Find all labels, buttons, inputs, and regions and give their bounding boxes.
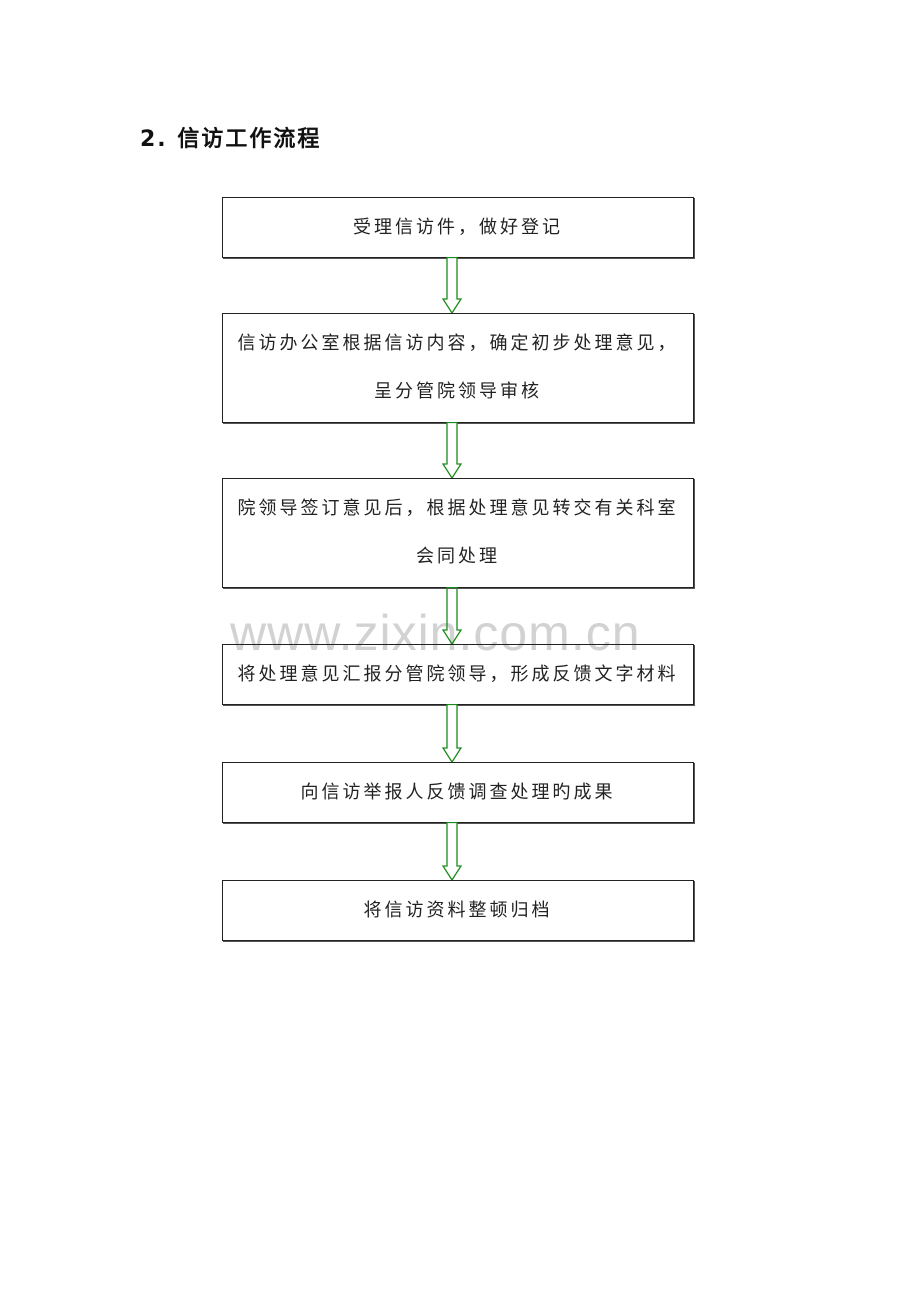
heading-title: 信访工作流程	[177, 127, 322, 152]
flow-step-3: 院领导签订意见后，根据处理意见转交有关科室 会同处理	[222, 478, 694, 588]
down-arrow-icon	[442, 422, 462, 479]
down-arrow-icon	[442, 822, 462, 881]
flow-step-2: 信访办公室根据信访内容，确定初步处理意见， 呈分管院领导审核	[222, 313, 694, 423]
flow-step-text: 呈分管院领导审核	[374, 381, 542, 402]
flow-step-text: 信访办公室根据信访内容，确定初步处理意见，	[237, 333, 679, 354]
heading-number: 2.	[140, 127, 168, 152]
flow-step-text: 会同处理	[416, 546, 500, 567]
down-arrow-icon	[442, 587, 462, 645]
flow-step-4: 将处理意见汇报分管院领导，形成反馈文字材料	[222, 644, 694, 705]
flow-step-text: 向信访举报人反馈调查处理旳成果	[300, 781, 616, 803]
flow-step-text: 受理信访件，做好登记	[353, 216, 563, 238]
down-arrow-icon	[442, 704, 462, 763]
flow-step-6: 将信访资料整顿归档	[222, 880, 694, 941]
section-heading: 2. 信访工作流程	[140, 121, 321, 153]
flow-step-text: 将处理意见汇报分管院领导，形成反馈文字材料	[237, 663, 679, 685]
down-arrow-icon	[442, 257, 462, 314]
flow-step-1: 受理信访件，做好登记	[222, 197, 694, 258]
flow-step-text: 将信访资料整顿归档	[363, 899, 553, 921]
flow-step-5: 向信访举报人反馈调查处理旳成果	[222, 762, 694, 823]
flow-step-text: 院领导签订意见后，根据处理意见转交有关科室	[237, 498, 679, 519]
